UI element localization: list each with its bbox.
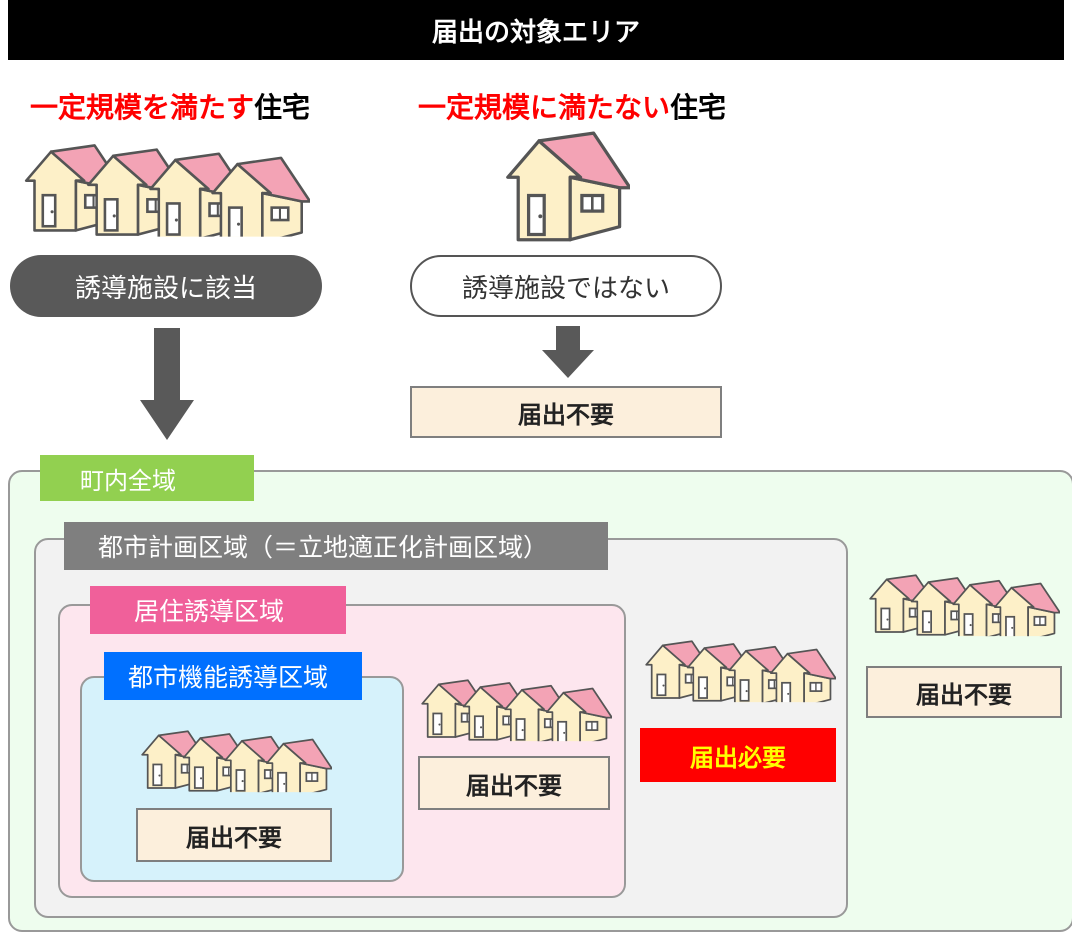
right-heading: 一定規模に満たない住宅: [418, 86, 726, 126]
inducement-facility-pill: 誘導施設に該当: [10, 255, 322, 317]
down-arrow-icon: [140, 328, 194, 440]
notice-required: 届出必要: [640, 728, 836, 782]
notice-not-required: 届出不要: [136, 808, 332, 862]
left-heading-highlight: 一定規模を満たす: [30, 91, 255, 124]
house-icon: [500, 130, 630, 248]
house-group-icon: [20, 135, 310, 245]
down-arrow-icon: [542, 326, 594, 378]
house-group-icon: [866, 570, 1060, 640]
notice-not-required: 届出不要: [866, 666, 1062, 718]
not-inducement-facility-pill: 誘導施設ではない: [410, 255, 722, 317]
residential-region-label: 居住誘導区域: [90, 586, 346, 634]
page-title: 届出の対象エリア: [8, 0, 1064, 60]
notice-not-required: 届出不要: [410, 386, 722, 438]
urban-function-region-label: 都市機能誘導区域: [104, 652, 362, 700]
left-heading-rest: 住宅: [254, 91, 311, 124]
city-planning-region-label: 都市計画区域（＝立地適正化計画区域）: [64, 522, 608, 570]
right-heading-highlight: 一定規模に満たない: [418, 91, 671, 124]
notice-not-required: 届出不要: [418, 756, 610, 810]
house-group-icon: [642, 636, 836, 706]
town-region-label: 町内全域: [40, 455, 254, 501]
house-group-icon: [418, 675, 612, 745]
house-group-icon: [138, 726, 332, 796]
left-heading: 一定規模を満たす住宅: [30, 86, 310, 126]
right-heading-rest: 住宅: [670, 91, 727, 124]
